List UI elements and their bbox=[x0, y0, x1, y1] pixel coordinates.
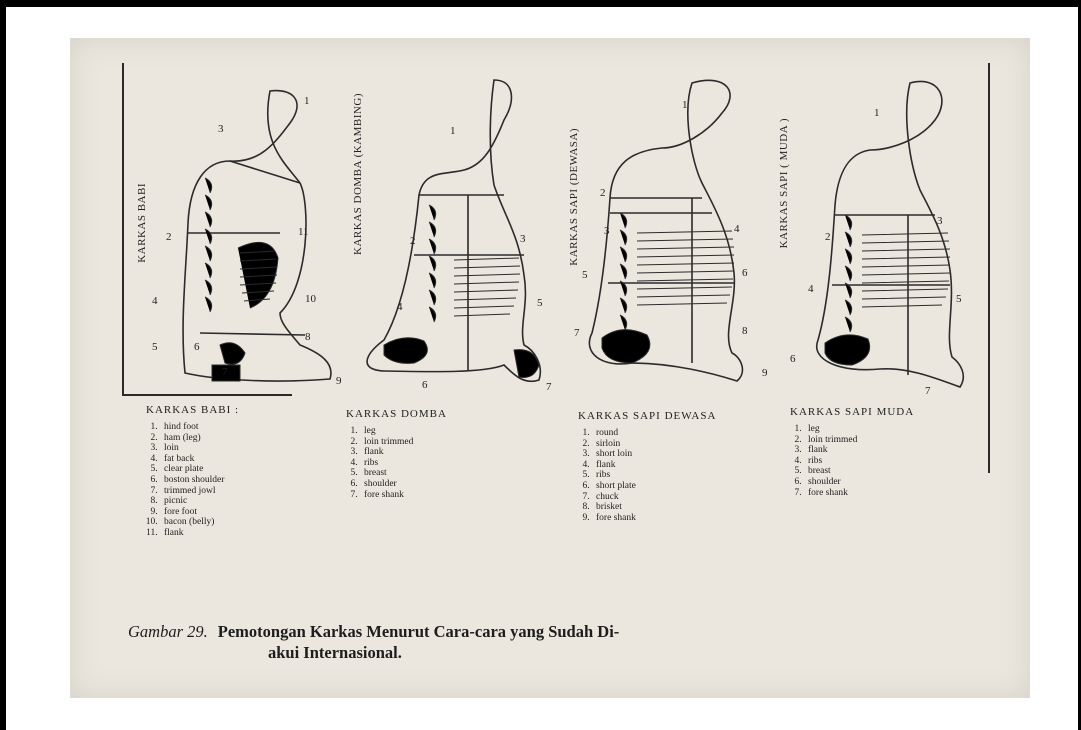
cut-item: boston shoulder bbox=[160, 475, 336, 486]
cut-item: clear plate bbox=[160, 464, 336, 475]
adult-cattle-marker-4: 4 bbox=[734, 223, 740, 235]
legend-sapi-muda: KARKAS SAPI MUDA leg loin trimmed flank … bbox=[790, 406, 990, 498]
young-cattle-carcass-drawing bbox=[790, 75, 980, 395]
sheep-marker-7: 7 bbox=[546, 381, 552, 393]
cut-item: short loin bbox=[592, 449, 778, 460]
pig-marker-10: 10 bbox=[305, 293, 316, 305]
young-cattle-marker-1: 1 bbox=[874, 107, 880, 119]
adult-cattle-marker-2: 2 bbox=[600, 187, 606, 199]
cut-item: picnic bbox=[160, 496, 336, 507]
pig-marker-11: 11 bbox=[298, 226, 309, 238]
adult-cattle-marker-9: 9 bbox=[762, 367, 768, 379]
cut-item: fore shank bbox=[804, 488, 990, 499]
pig-marker-7: 7 bbox=[222, 366, 228, 378]
cut-list: hind foot ham (leg) loin fat back clear … bbox=[146, 422, 336, 539]
panel-bottom-rule bbox=[122, 394, 292, 396]
cut-item: loin trimmed bbox=[360, 437, 546, 448]
cut-item: brisket bbox=[592, 502, 778, 513]
caption-title-line-2: akui Internasional. bbox=[268, 642, 998, 663]
sheep-marker-6: 6 bbox=[422, 379, 428, 391]
cut-item: leg bbox=[360, 426, 546, 437]
pig-marker-9: 9 bbox=[336, 375, 342, 387]
cut-item: ribs bbox=[804, 456, 990, 467]
adult-cattle-marker-7: 7 bbox=[574, 327, 580, 339]
sheep-marker-5: 5 bbox=[537, 297, 543, 309]
cut-item: breast bbox=[360, 468, 546, 479]
cut-item: hind foot bbox=[160, 422, 336, 433]
panel-left-border bbox=[122, 63, 124, 395]
side-label-sapi-muda: KARKAS SAPI ( MUDA ) bbox=[778, 118, 790, 248]
legend-title: KARKAS SAPI MUDA bbox=[790, 406, 990, 418]
figure-caption: Gambar 29. Pemotongan Karkas Menurut Cara… bbox=[128, 621, 998, 663]
legend-title: KARKAS BABI : bbox=[146, 404, 336, 416]
cut-list: round sirloin short loin flank ribs shor… bbox=[578, 428, 778, 523]
adult-cattle-marker-1: 1 bbox=[682, 99, 688, 111]
cut-item: trimmed jowl bbox=[160, 486, 336, 497]
cut-item: bacon (belly) bbox=[160, 517, 336, 528]
cut-list: leg loin trimmed flank ribs breast shoul… bbox=[790, 424, 990, 498]
cut-item: fore foot bbox=[160, 507, 336, 518]
pig-marker-5: 5 bbox=[152, 341, 158, 353]
cut-list: leg loin trimmed flank ribs breast shoul… bbox=[346, 426, 546, 500]
young-cattle-marker-6: 6 bbox=[790, 353, 796, 365]
cut-item: flank bbox=[360, 447, 546, 458]
young-cattle-marker-4: 4 bbox=[808, 283, 814, 295]
cut-item: flank bbox=[804, 445, 990, 456]
cut-item: flank bbox=[592, 460, 778, 471]
pig-marker-2: 2 bbox=[166, 231, 172, 243]
cut-item: chuck bbox=[592, 492, 778, 503]
legend-babi: KARKAS BABI : hind foot ham (leg) loin f… bbox=[146, 404, 336, 539]
pig-marker-1: 1 bbox=[304, 95, 310, 107]
cut-item: loin trimmed bbox=[804, 435, 990, 446]
adult-cattle-marker-5: 5 bbox=[582, 269, 588, 281]
young-cattle-marker-5: 5 bbox=[956, 293, 962, 305]
young-cattle-marker-3: 3 bbox=[937, 215, 943, 227]
caption-figure-number: Gambar 29. bbox=[128, 622, 208, 641]
cut-item: fore shank bbox=[592, 513, 778, 524]
pig-marker-3: 3 bbox=[218, 123, 224, 135]
sheep-marker-1: 1 bbox=[450, 125, 456, 137]
pig-marker-4: 4 bbox=[152, 295, 158, 307]
cut-item: shoulder bbox=[804, 477, 990, 488]
sheep-marker-2: 2 bbox=[410, 235, 416, 247]
cut-item: sirloin bbox=[592, 439, 778, 450]
adult-cattle-carcass-drawing bbox=[562, 73, 772, 393]
cut-item: flank bbox=[160, 528, 336, 539]
adult-cattle-marker-6: 6 bbox=[742, 267, 748, 279]
legend-title: KARKAS DOMBA bbox=[346, 408, 546, 420]
cut-item: loin bbox=[160, 443, 336, 454]
pig-marker-6: 6 bbox=[194, 341, 200, 353]
cut-item: ribs bbox=[360, 458, 546, 469]
cut-item: ribs bbox=[592, 470, 778, 481]
cut-item: short plate bbox=[592, 481, 778, 492]
sheep-marker-3: 3 bbox=[520, 233, 526, 245]
adult-cattle-marker-8: 8 bbox=[742, 325, 748, 337]
side-label-babi: KARKAS BABI bbox=[136, 183, 148, 263]
adult-cattle-marker-3: 3 bbox=[604, 225, 610, 237]
cut-item: fore shank bbox=[360, 490, 546, 501]
cut-item: fat back bbox=[160, 454, 336, 465]
caption-title-line-1: Pemotongan Karkas Menurut Cara-cara yang… bbox=[218, 622, 620, 641]
cut-item: ham (leg) bbox=[160, 433, 336, 444]
sheep-marker-4: 4 bbox=[397, 301, 403, 313]
young-cattle-marker-7: 7 bbox=[925, 385, 931, 397]
cut-item: leg bbox=[804, 424, 990, 435]
young-cattle-marker-2: 2 bbox=[825, 231, 831, 243]
cut-item: breast bbox=[804, 466, 990, 477]
cut-item: round bbox=[592, 428, 778, 439]
cut-item: shoulder bbox=[360, 479, 546, 490]
legend-title: KARKAS SAPI DEWASA bbox=[578, 410, 778, 422]
pig-carcass-drawing bbox=[160, 83, 340, 393]
pig-marker-8: 8 bbox=[305, 331, 311, 343]
legend-domba: KARKAS DOMBA leg loin trimmed flank ribs… bbox=[346, 408, 546, 500]
legend-sapi-dewasa: KARKAS SAPI DEWASA round sirloin short l… bbox=[578, 410, 778, 523]
